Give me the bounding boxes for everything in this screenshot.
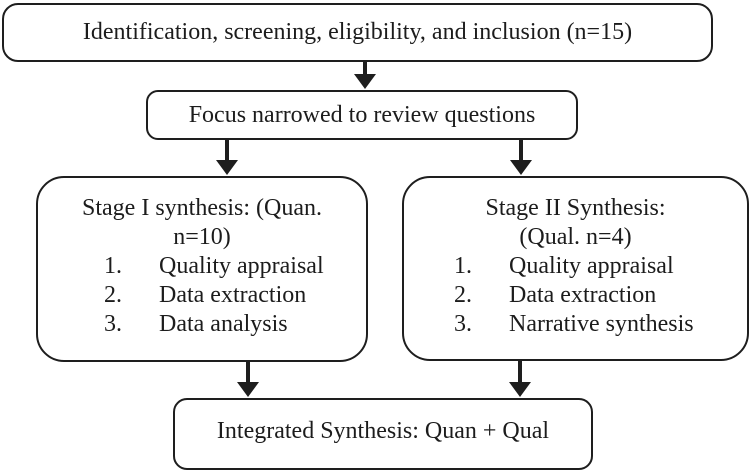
arrow-head [354,74,376,89]
list-item-number: 1. [454,253,472,279]
integrated-synthesis-box-text: Integrated Synthesis: Quan + Qual [216,417,550,444]
list-item-number: 2. [454,282,472,308]
arrow-head [216,160,238,175]
list-item-number: 3. [454,311,472,337]
list-item: 2. Data extraction [404,281,747,310]
stage1-title-line1: Stage I synthesis: (Quan. [82,195,322,221]
down-arrow-icon [216,140,238,175]
arrow-stem [519,140,523,160]
arrow-stem [363,62,367,74]
down-arrow-icon [354,62,376,89]
list-item: 2. Data extraction [38,281,366,310]
arrow-stem [225,140,229,160]
list-item: 1. Quality appraisal [38,252,366,281]
stage2-step-list: 1. Quality appraisal 2. Data extraction … [404,252,747,339]
stage2-synthesis-box: Stage II Synthesis: (Qual. n=4) 1. Quali… [402,176,749,361]
list-item-label: Data extraction [509,282,657,308]
list-item-number: 1. [104,253,122,279]
list-item-label: Data extraction [159,282,307,308]
focus-box: Focus narrowed to review questions [146,90,578,140]
list-item: 1. Quality appraisal [404,252,747,281]
focus-box-text: Focus narrowed to review questions [188,101,536,128]
list-item-label: Narrative synthesis [509,311,694,337]
list-item-label: Data analysis [159,311,288,337]
list-item-number: 3. [104,311,122,337]
arrow-head [509,382,531,397]
list-item: 3. Narrative synthesis [404,310,747,339]
arrow-head [510,160,532,175]
arrow-stem [246,362,250,382]
identification-box-text: Identification, screening, eligibility, … [82,19,633,45]
list-item-label: Quality appraisal [159,253,324,279]
list-item-number: 2. [104,282,122,308]
integrated-synthesis-box: Integrated Synthesis: Quan + Qual [173,398,593,470]
stage1-title-line2: n=10) [173,224,231,250]
arrow-stem [518,361,522,382]
list-item-label: Quality appraisal [509,253,674,279]
arrow-head [237,382,259,397]
stage1-synthesis-box: Stage I synthesis: (Quan. n=10) 1. Quali… [36,176,368,362]
stage2-title-line1: Stage II Synthesis: [485,195,666,221]
down-arrow-icon [510,140,532,175]
down-arrow-icon [509,361,531,397]
list-item: 3. Data analysis [38,310,366,339]
stage1-step-list: 1. Quality appraisal 2. Data extraction … [38,252,366,339]
stage2-title-line2: (Qual. n=4) [519,224,632,250]
identification-box: Identification, screening, eligibility, … [2,3,713,62]
down-arrow-icon [237,362,259,397]
